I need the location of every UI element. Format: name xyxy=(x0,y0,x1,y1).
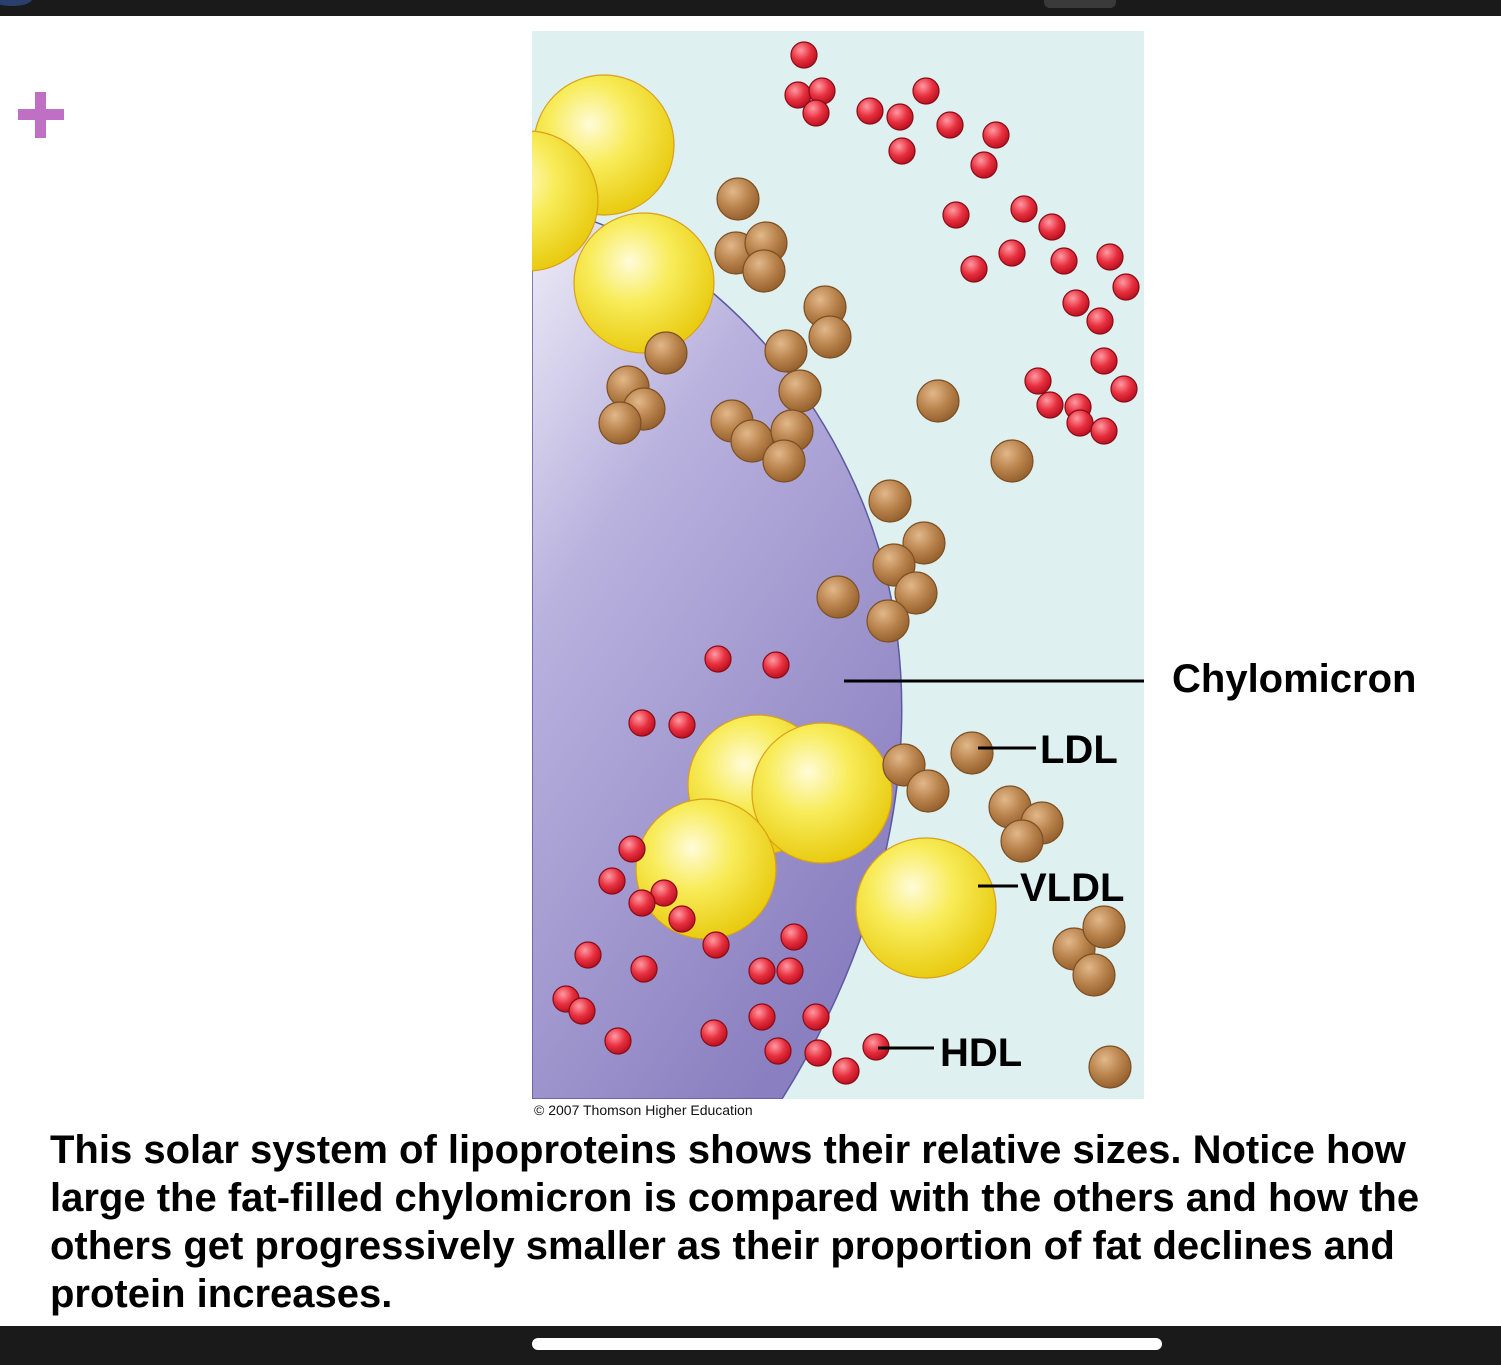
hdl-particle xyxy=(628,889,656,917)
hdl-particle xyxy=(888,137,916,165)
hdl-label: HDL xyxy=(940,1031,1023,1075)
ldl-particle xyxy=(764,329,808,373)
hdl-particle xyxy=(1112,273,1140,301)
hdl-particle xyxy=(780,923,808,951)
caption-line: This solar system of lipoproteins shows … xyxy=(50,1128,1406,1172)
hdl-particle xyxy=(936,111,964,139)
ldl-particle xyxy=(902,521,946,565)
hdl-particle xyxy=(802,99,830,127)
hdl-particle xyxy=(748,957,776,985)
top-status-bar xyxy=(0,0,1501,16)
vldl-label: VLDL xyxy=(1020,866,1125,910)
hdl-particle xyxy=(1096,243,1124,271)
hdl-particle xyxy=(1036,391,1064,419)
lipoprotein-figure xyxy=(532,31,1144,1099)
hdl-particle xyxy=(1024,367,1052,395)
hdl-particle xyxy=(790,41,818,69)
hdl-particle xyxy=(748,1003,776,1031)
app-icon[interactable] xyxy=(0,0,32,6)
chylomicron-label: Chylomicron xyxy=(1172,657,1417,701)
hdl-particle xyxy=(598,867,626,895)
hdl-particle xyxy=(668,711,696,739)
ldl-particle xyxy=(916,379,960,423)
hdl-particle xyxy=(970,151,998,179)
particles-group xyxy=(532,41,1140,1089)
hdl-particle xyxy=(802,1003,830,1031)
vldl-particle xyxy=(573,212,715,354)
ldl-label: LDL xyxy=(1040,728,1118,772)
hdl-particle xyxy=(776,957,804,985)
ldl-particle xyxy=(716,177,760,221)
hdl-particle xyxy=(1110,375,1138,403)
ldl-particle xyxy=(644,331,688,375)
hdl-particle xyxy=(804,1039,832,1067)
hdl-particle xyxy=(1066,409,1094,437)
caption-line: others get progressively smaller as thei… xyxy=(50,1224,1395,1268)
ldl-particle xyxy=(808,315,852,359)
copyright-credit: © 2007 Thomson Higher Education xyxy=(534,1102,753,1118)
hdl-particle xyxy=(960,255,988,283)
hdl-particle xyxy=(856,97,884,125)
ldl-particle xyxy=(906,769,950,813)
hdl-particle xyxy=(604,1027,632,1055)
hdl-particle xyxy=(700,1019,728,1047)
hdl-particle xyxy=(1086,307,1114,335)
vldl-particle xyxy=(532,130,599,272)
ldl-particle xyxy=(868,479,912,523)
hdl-particle xyxy=(1062,289,1090,317)
hdl-particle xyxy=(912,77,940,105)
hdl-particle xyxy=(702,931,730,959)
plus-icon[interactable] xyxy=(18,92,64,138)
ldl-particle xyxy=(816,575,860,619)
ldl-particle xyxy=(1088,1045,1132,1089)
hdl-particle xyxy=(574,941,602,969)
hdl-particle xyxy=(1038,213,1066,241)
hdl-particle xyxy=(1090,347,1118,375)
vldl-particle xyxy=(751,722,893,864)
ldl-particle xyxy=(778,369,822,413)
vldl-particle xyxy=(635,798,777,940)
hdl-particle xyxy=(628,709,656,737)
caption-text: This solar system of lipoproteins shows … xyxy=(50,1126,1501,1318)
hdl-particle xyxy=(942,201,970,229)
hdl-particle xyxy=(832,1057,860,1085)
home-indicator[interactable] xyxy=(532,1338,1162,1350)
hdl-particle xyxy=(630,955,658,983)
hdl-particle xyxy=(668,905,696,933)
hdl-particle xyxy=(998,239,1026,267)
ldl-particle xyxy=(1072,953,1116,997)
ldl-particle xyxy=(598,401,642,445)
ldl-particle xyxy=(742,249,786,293)
hdl-particle xyxy=(764,1037,792,1065)
hdl-particle xyxy=(982,121,1010,149)
hdl-particle xyxy=(704,645,732,673)
ldl-particle xyxy=(1082,905,1126,949)
top-tab-handle[interactable] xyxy=(1044,0,1116,8)
caption-line: protein increases. xyxy=(50,1272,393,1316)
ldl-particle xyxy=(894,571,938,615)
ldl-particle xyxy=(1000,819,1044,863)
ldl-particle xyxy=(866,599,910,643)
hdl-particle xyxy=(618,835,646,863)
hdl-particle xyxy=(1050,247,1078,275)
ldl-particle xyxy=(762,439,806,483)
vldl-particle xyxy=(855,837,997,979)
caption-line: large the fat-filled chylomicron is comp… xyxy=(50,1176,1420,1220)
hdl-particle xyxy=(886,103,914,131)
ldl-particle xyxy=(990,439,1034,483)
hdl-particle xyxy=(568,997,596,1025)
hdl-particle xyxy=(1010,195,1038,223)
ldl-particle xyxy=(950,731,994,775)
hdl-particle xyxy=(762,651,790,679)
hdl-particle xyxy=(1090,417,1118,445)
